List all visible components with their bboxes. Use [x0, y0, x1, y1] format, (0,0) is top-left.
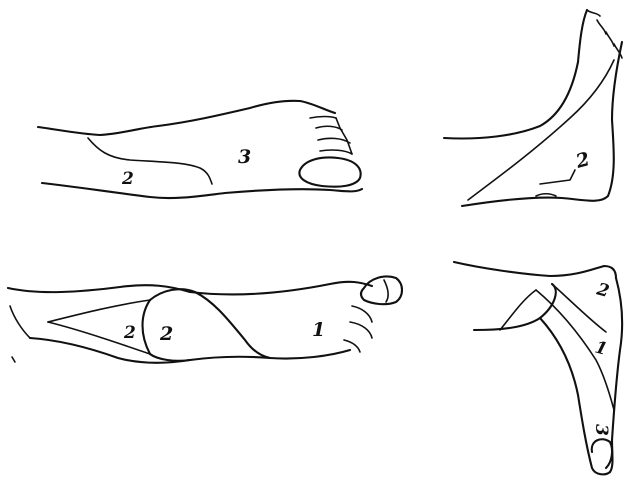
bottom-right-inner-contour — [500, 290, 536, 330]
label-bottom-right-2: 2 — [594, 279, 612, 302]
top-right-toe-1 — [587, 10, 600, 16]
bottom-left-heel-wedge-top — [48, 300, 150, 322]
top-right-shin-outline — [444, 10, 587, 139]
figure-top-left-foot — [38, 101, 362, 198]
bottom-left-toe-arc-2 — [350, 322, 372, 338]
label-bottom-left-2b: 2 — [159, 323, 173, 345]
label-top-left-2: 2 — [121, 169, 134, 189]
top-left-toe-2 — [316, 126, 342, 130]
top-left-toe-1 — [310, 117, 336, 119]
label-top-left-3: 3 — [238, 146, 251, 168]
stray-mark — [12, 357, 15, 362]
top-right-inner-contour — [468, 60, 614, 200]
label-bottom-right-3: 3 — [591, 424, 611, 436]
top-right-heel-hatch — [536, 194, 556, 196]
top-left-toe-4 — [320, 150, 352, 154]
bottom-left-big-toe — [361, 276, 402, 304]
bottom-left-region-2-outline — [143, 300, 151, 354]
bottom-left-upper-outline — [8, 282, 372, 295]
label-bottom-left-2a: 2 — [123, 323, 136, 343]
top-right-leader-line — [540, 170, 575, 184]
bottom-right-toe-tip — [592, 439, 612, 468]
label-top-right-2: 2 — [573, 148, 592, 173]
bottom-left-toe-detail — [384, 280, 388, 302]
figure-top-right-foot — [444, 10, 622, 206]
top-left-leg-upper-outline — [38, 101, 335, 135]
top-left-toe-3 — [318, 138, 350, 143]
bottom-right-shin-top-outline — [454, 262, 616, 278]
bottom-left-heel-edge — [10, 306, 30, 338]
top-left-region-2-boundary — [88, 138, 212, 184]
top-left-toe-tips — [336, 118, 352, 154]
top-right-toe-2 — [597, 20, 606, 34]
label-bottom-right-1: 1 — [593, 338, 610, 360]
top-left-big-toe — [299, 158, 360, 187]
bottom-right-heel-outline — [610, 278, 622, 472]
label-bottom-left-1: 1 — [312, 319, 325, 341]
top-right-toe-3 — [606, 32, 614, 46]
bottom-left-toe-arc-1 — [352, 306, 372, 322]
figure-bottom-left-foot — [8, 276, 402, 362]
bottom-left-ball-region — [150, 354, 190, 361]
